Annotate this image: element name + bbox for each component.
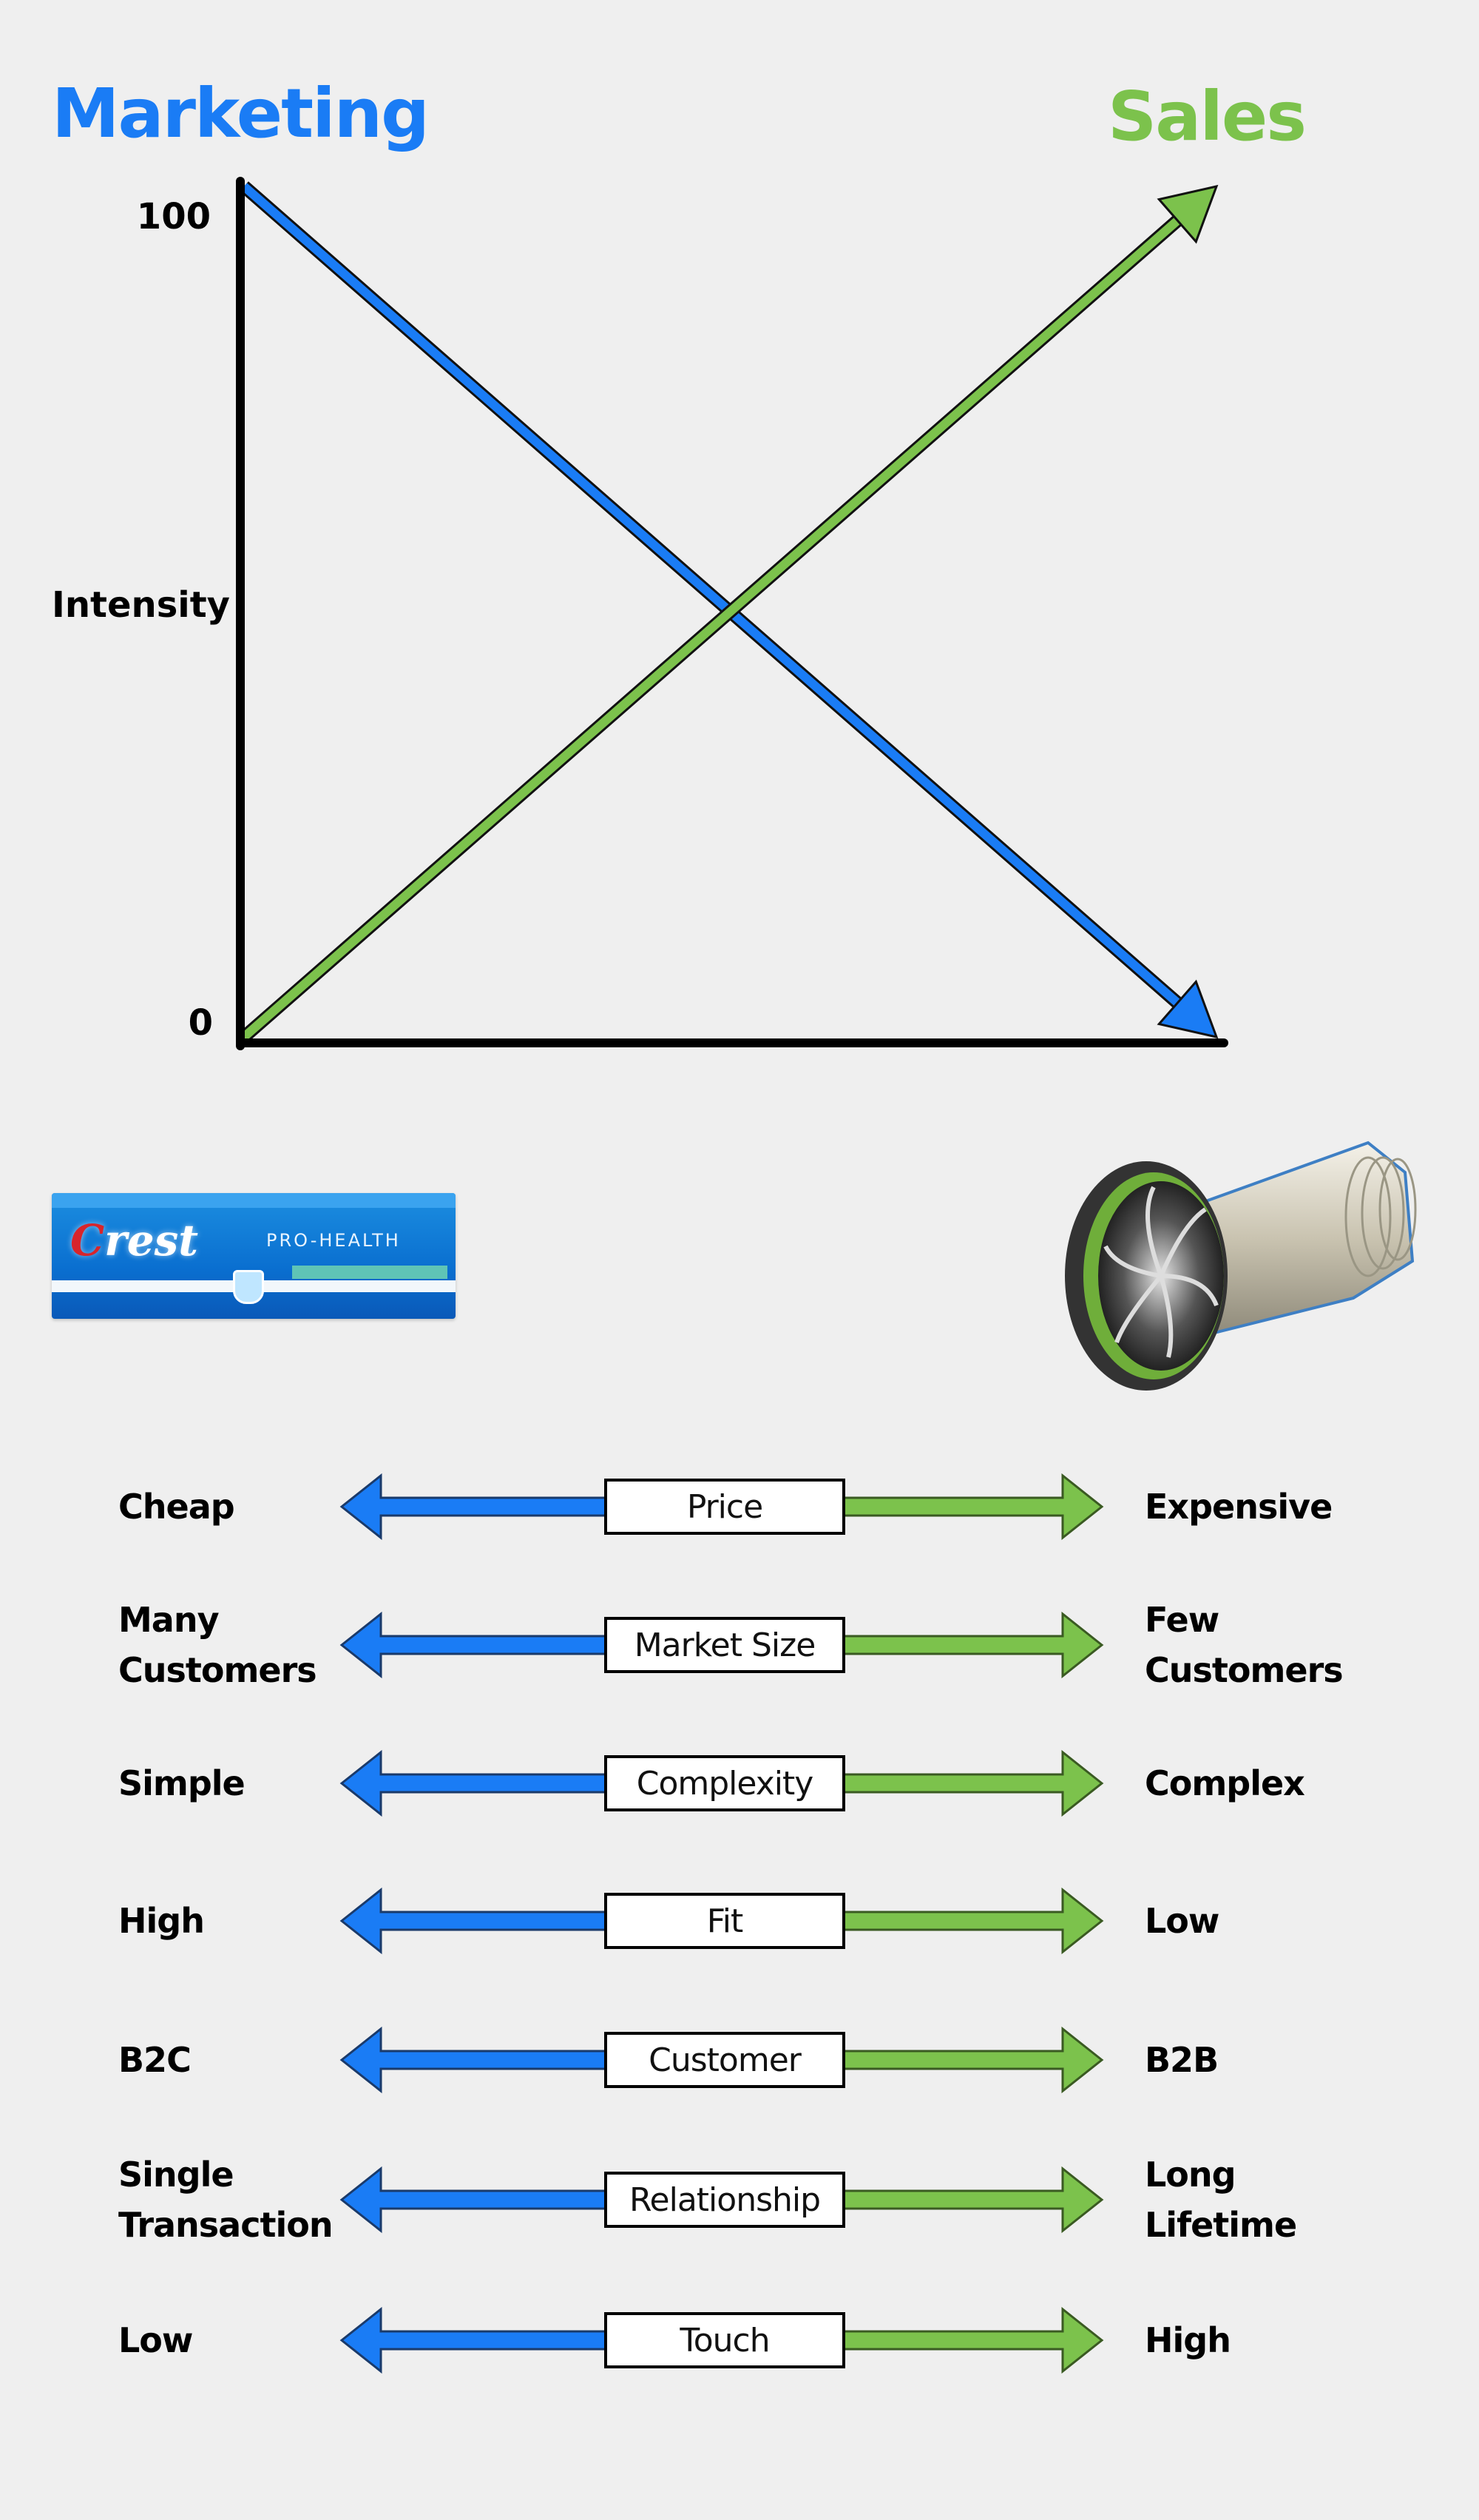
series-line-marketing [241,183,1181,1007]
left-arrow-icon [339,1473,615,1541]
sales-side-label: Long Lifetime [1145,2155,1297,2245]
fan-blades [1103,1186,1219,1358]
sales-side-label: Complex [1145,1763,1305,1803]
attribute-box: Complexity [604,1755,845,1811]
attribute-box: Fit [604,1893,845,1949]
turbine-rings [1344,1156,1417,1277]
crest-toothpaste-image: Crest PRO-HEALTH [52,1193,456,1319]
marketing-side-label: B2C [118,2040,192,2080]
jet-engine-image [1065,1141,1417,1391]
attribute-box: Relationship [604,2172,845,2228]
marketing-side-label: Low [118,2320,193,2360]
y-tick-100: 100 [136,196,211,237]
crest-logo: Crest [70,1215,199,1266]
mint-strip [292,1266,447,1279]
series-layer [240,181,1219,1042]
right-arrow-icon [842,2306,1104,2374]
right-arrow-icon [842,2026,1104,2094]
right-arrow-icon [842,2166,1104,2234]
box-top-strip [52,1193,456,1208]
series-arrowhead-marketing [1157,979,1219,1039]
sales-side-label: Few Customers [1145,1600,1344,1690]
attribute-box: Market Size [604,1617,845,1673]
y-axis-label: Intensity [52,584,230,626]
sales-side-label: B2B [1145,2040,1219,2080]
series-arrowhead-sales [1157,184,1219,244]
intensity-chart [236,177,1228,1050]
marketing-heading: Marketing [52,74,430,153]
marketing-side-label: High [118,1901,205,1941]
marketing-side-label: Cheap [118,1487,235,1527]
marketing-side-label: Simple [118,1763,246,1803]
left-arrow-icon [339,2166,615,2234]
attribute-box: Customer [604,2032,845,2088]
marketing-side-label: Single Transaction [118,2155,334,2245]
series-line-sales [241,217,1181,1041]
right-arrow-icon [842,1887,1104,1955]
y-tick-0: 0 [188,1002,213,1044]
left-arrow-icon [339,1611,615,1679]
attribute-box: Touch [604,2312,845,2368]
left-arrow-icon [339,1749,615,1817]
left-arrow-icon [339,2026,615,2094]
left-arrow-icon [339,1887,615,1955]
sales-side-label: High [1145,2320,1231,2360]
right-arrow-icon [842,1749,1104,1817]
attribute-box: Price [604,1479,845,1535]
sales-side-label: Expensive [1145,1487,1333,1527]
marketing-side-label: Many Customers [118,1600,317,1690]
left-arrow-icon [339,2306,615,2374]
sales-heading: Sales [1108,77,1307,156]
right-arrow-icon [842,1611,1104,1679]
right-arrow-icon [842,1473,1104,1541]
shield-icon [233,1270,264,1304]
sales-side-label: Low [1145,1901,1219,1941]
crest-subtitle: PRO-HEALTH [266,1230,401,1251]
